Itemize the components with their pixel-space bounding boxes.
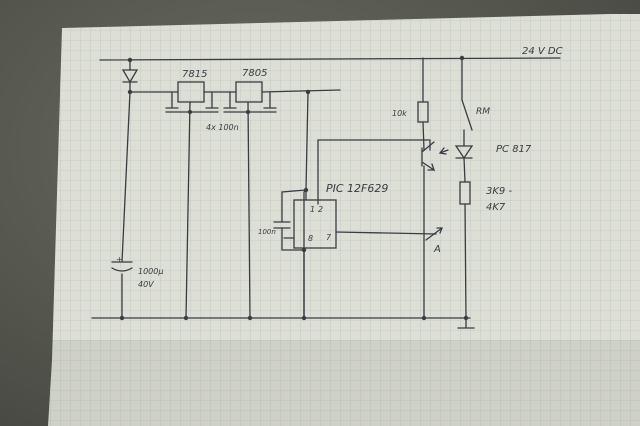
label-opto: PC 817	[496, 144, 532, 155]
junction-dots	[119, 55, 469, 321]
label-pin8: 8	[308, 234, 313, 243]
label-r2-a: 3K9 -	[486, 186, 512, 197]
schematic-wiring	[91, 57, 561, 329]
label-relay: RM	[476, 107, 490, 117]
label-plus: +	[116, 255, 123, 264]
label-reg1: 7815	[182, 69, 207, 80]
label-pin7: 7	[326, 233, 332, 242]
label-r1: 10k	[392, 109, 407, 118]
label-cap-small: 100n	[258, 228, 276, 236]
label-pin1: 1	[310, 205, 315, 214]
label-pic: PIC 12F629	[326, 182, 388, 195]
label-caps-note: 4x 100n	[206, 123, 239, 132]
label-pin2: 2	[318, 205, 323, 214]
label-reg2: 7805	[242, 68, 267, 79]
label-cap-big-value: 1000µ	[138, 267, 163, 276]
label-r2-b: 4K7	[486, 202, 506, 213]
label-output: A	[433, 244, 441, 255]
label-cap-big-voltage: 40V	[138, 280, 154, 289]
label-supply: 24 V DC	[522, 46, 563, 57]
